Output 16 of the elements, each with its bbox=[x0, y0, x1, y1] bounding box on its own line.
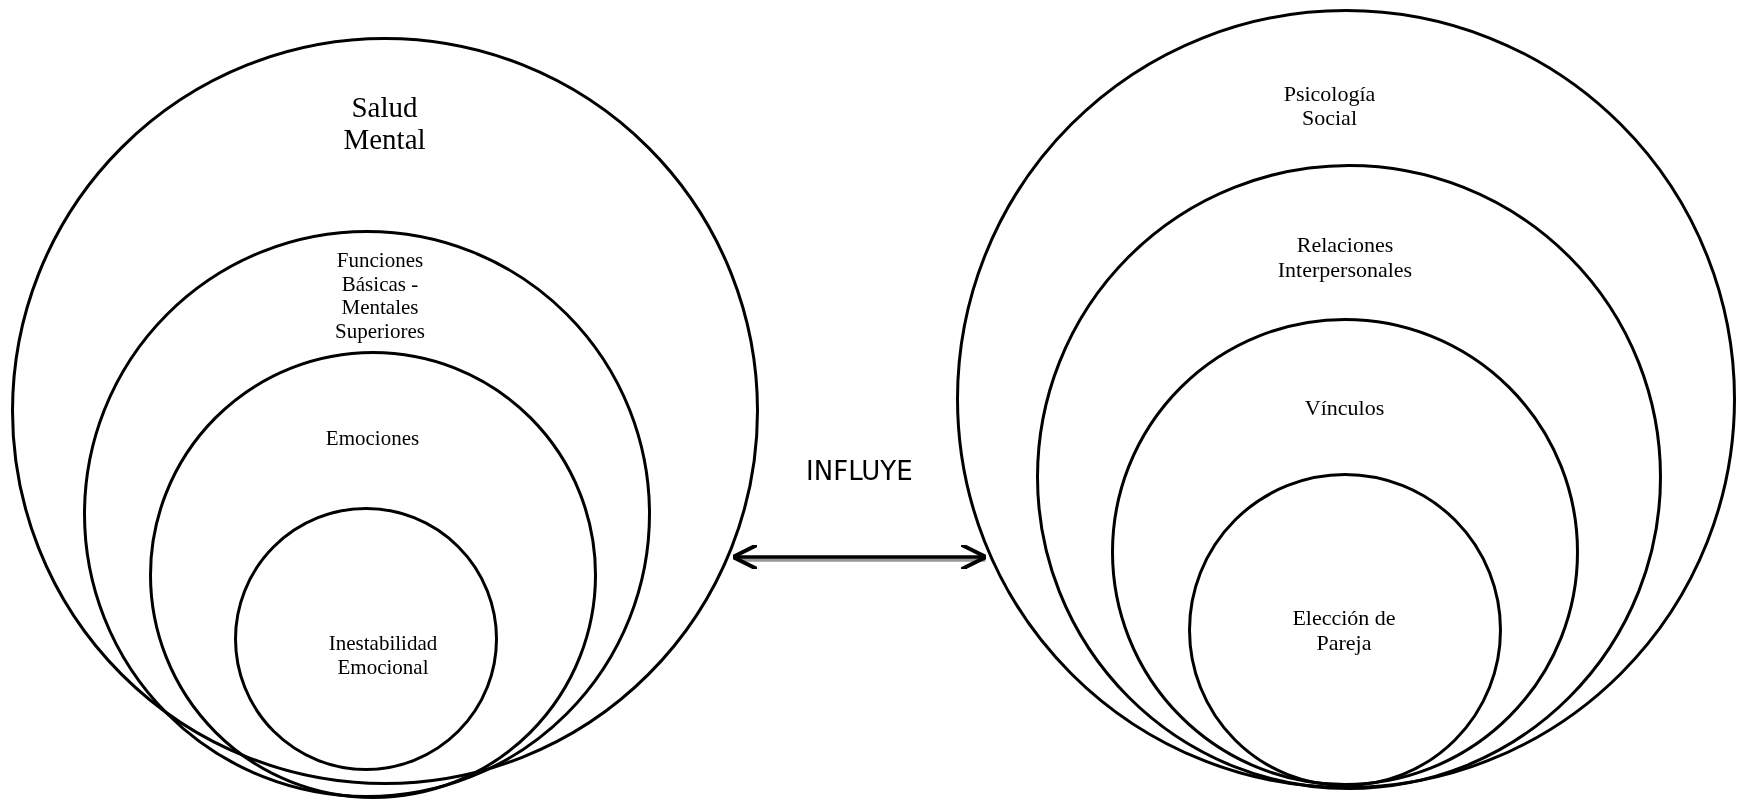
circle bbox=[233, 506, 498, 771]
circle bbox=[956, 9, 1736, 789]
circle bbox=[1035, 163, 1662, 790]
circle-label: Salud Mental bbox=[342, 90, 427, 155]
circle bbox=[82, 229, 651, 798]
circle bbox=[1111, 318, 1579, 786]
circle bbox=[149, 351, 597, 799]
circle-label: Elección de Pareja bbox=[1291, 606, 1397, 656]
circle-label: Relaciones Interpersonales bbox=[1276, 233, 1414, 283]
circle bbox=[1187, 472, 1502, 787]
double-arrow bbox=[730, 542, 988, 572]
circle-label: Psicología Social bbox=[1282, 81, 1377, 132]
circle-label: Vínculos bbox=[1303, 395, 1386, 420]
circle-label: Inestabilidad Emocional bbox=[327, 632, 439, 680]
circle-label: Funciones Básicas - Mentales Superiores bbox=[334, 248, 426, 344]
circle-label: Emociones bbox=[324, 426, 421, 451]
